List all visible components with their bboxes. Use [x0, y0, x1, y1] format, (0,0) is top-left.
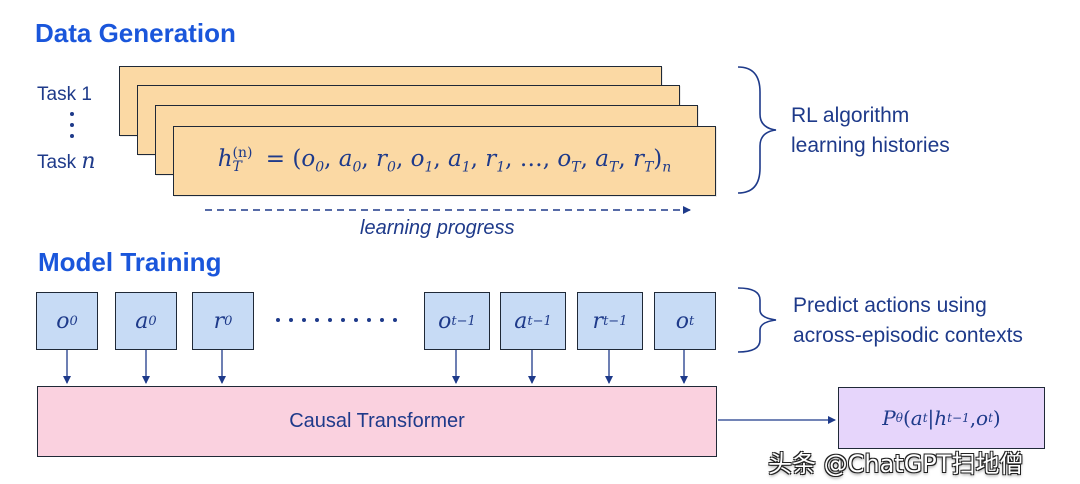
predict-actions-label: Predict actions using across-episodic co… — [793, 291, 1023, 351]
formula-term-symbol: r — [376, 146, 388, 173]
formula-term-symbol: a — [447, 146, 462, 173]
model-training-title: Model Training — [38, 247, 222, 277]
predict-brace — [737, 287, 777, 353]
formula-open: ( — [292, 146, 302, 173]
vertical-ellipsis — [70, 112, 76, 145]
output-open: ( — [902, 406, 911, 430]
formula-term-symbol: r — [485, 146, 497, 173]
output-h: h — [934, 406, 948, 430]
task-n-label: Task n — [37, 149, 96, 174]
history-formula: h(n)T = (o0, a0, r0, o1, a1, r1, …, oT, … — [218, 146, 672, 176]
token-subscript: t−1 — [451, 313, 476, 329]
formula-term-symbol: o — [410, 146, 425, 173]
transformer-label: Causal Transformer — [289, 410, 465, 432]
formula-h: h — [217, 146, 233, 173]
output-close: ) — [992, 406, 1001, 430]
output-P-sub: θ — [895, 411, 903, 425]
formula-comma: , — [505, 146, 520, 173]
token-symbol: r — [213, 308, 225, 334]
predict-line-2: across-episodic contexts — [793, 324, 1023, 347]
token-symbol: o — [675, 308, 689, 334]
formula-term-subscript: 0 — [352, 159, 362, 176]
token-symbol: o — [56, 308, 70, 334]
token-symbol: r — [592, 308, 604, 334]
formula-term-subscript: 1 — [496, 159, 506, 176]
output-bar: | — [927, 406, 935, 430]
output-a-sub: t — [922, 411, 928, 425]
output-comma: , — [969, 406, 977, 430]
formula-term-subscript: 0 — [387, 159, 396, 176]
formula-close-sub: n — [662, 159, 672, 176]
formula-terms: o0, a0, r0, o1, a1, r1, — [301, 146, 520, 176]
formula-comma: , — [618, 146, 633, 173]
token-subscript: 0 — [69, 313, 78, 329]
formula-term-subscript: T — [571, 159, 581, 176]
formula-comma: , — [361, 146, 377, 173]
token-arrows — [63, 350, 688, 384]
token-subscript: 0 — [148, 313, 157, 329]
formula-comma: , — [395, 146, 411, 173]
output-o-sub: t — [988, 411, 993, 425]
formula-term-symbol: o — [301, 146, 316, 173]
formula-term-subscript: 0 — [315, 159, 325, 176]
learning-progress-label: learning progress — [360, 217, 515, 239]
token-subscript: t−1 — [603, 313, 628, 329]
formula-comma: , — [542, 146, 558, 173]
formula-term-symbol: r — [632, 146, 644, 173]
formula-comma: , — [580, 146, 596, 173]
token-symbol: a — [514, 308, 528, 334]
formula-equals: = — [265, 146, 286, 173]
formula-comma: , — [324, 146, 339, 173]
formula-term-subscript: T — [643, 159, 654, 176]
rl-line-2: learning histories — [791, 134, 950, 157]
formula-close: ) — [653, 146, 663, 173]
output-o: o — [976, 406, 989, 430]
rl-line-1: RL algorithm — [791, 104, 910, 127]
formula-tail-terms: oT, aT, rT — [557, 146, 653, 176]
formula-ellipsis: … — [519, 146, 543, 173]
token-symbol: o — [438, 308, 452, 334]
task-n-variable: n — [81, 149, 96, 174]
histories-brace — [737, 66, 777, 194]
formula-comma: , — [470, 146, 486, 173]
formula-h-sup: (n) — [232, 145, 253, 162]
formula-term-subscript: 1 — [461, 159, 471, 176]
output-a: a — [910, 406, 923, 430]
formula-term-symbol: o — [557, 146, 572, 173]
formula-h-sub: T — [232, 159, 242, 176]
token-symbol: a — [135, 308, 149, 334]
formula-term-subscript: T — [608, 159, 619, 176]
data-generation-title: Data Generation — [35, 18, 236, 48]
output-P: P — [882, 406, 896, 430]
formula-comma: , — [433, 146, 448, 173]
predict-line-1: Predict actions using — [793, 294, 987, 317]
task-1-label: Task 1 — [37, 84, 92, 105]
horizontal-ellipsis — [276, 318, 397, 322]
output-h-sub: t−1 — [947, 411, 970, 425]
history-card-front: h(n)T = (o0, a0, r0, o1, a1, r1, …, oT, … — [173, 126, 716, 196]
rl-histories-label: RL algorithm learning histories — [791, 101, 950, 161]
token-subscript: t−1 — [527, 313, 552, 329]
task-n-prefix: Task — [37, 152, 77, 173]
token-subscript: t — [689, 313, 695, 329]
watermark-text: 头条 @ChatGPT扫地僧 — [768, 450, 1024, 478]
formula-term-symbol: a — [595, 146, 609, 173]
formula-term-subscript: 1 — [424, 159, 434, 176]
causal-transformer-block: Causal Transformer — [37, 386, 717, 457]
formula-term-symbol: a — [338, 146, 353, 173]
token-subscript: 0 — [224, 313, 233, 329]
